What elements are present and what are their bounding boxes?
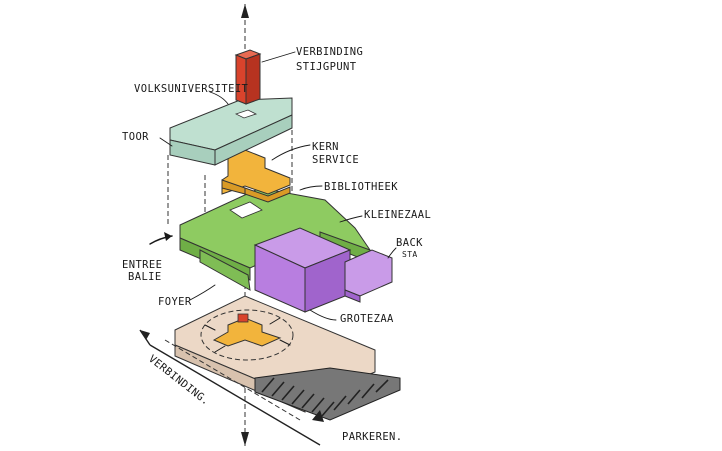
parking-hatch (254, 367, 401, 421)
label-verbinding-stijgpunt-1: VERBINDING (296, 46, 363, 58)
service-core-level (221, 149, 291, 203)
label-grote-zaal: GROTEZAA (340, 313, 394, 325)
stair-core (234, 49, 262, 105)
ground-level (174, 295, 401, 421)
label-foyer: FOYER (158, 296, 192, 308)
label-entree: ENTREE (122, 259, 162, 271)
label-verbinding-stijgpunt-2: STIJGPUNT (296, 61, 357, 73)
label-kleine-zaal: KLEINEZAAL (364, 209, 431, 221)
label-volksuniversiteit: VOLKSUNIVERSITEIT (134, 83, 249, 95)
label-service: SERVICE (312, 154, 359, 166)
label-bibliotheek: BIBLIOTHEEK (324, 181, 398, 193)
label-balie: BALIE (128, 271, 162, 283)
label-back: BACK (396, 237, 423, 249)
up-arrow-icon (241, 4, 249, 18)
back-stage-block (344, 249, 393, 303)
label-toor: TOOR (122, 131, 149, 143)
grote-zaal-block (253, 227, 352, 313)
street-lines (139, 329, 324, 446)
leader-lines (159, 51, 397, 321)
label-kern: KERN (312, 141, 339, 153)
down-arrow-icon (241, 432, 249, 446)
parking-arrow-icon (312, 410, 324, 422)
label-sta: STA (402, 250, 418, 259)
label-parkeren: PARKEREN. (342, 431, 403, 443)
volksuniversiteit-level (169, 97, 293, 166)
